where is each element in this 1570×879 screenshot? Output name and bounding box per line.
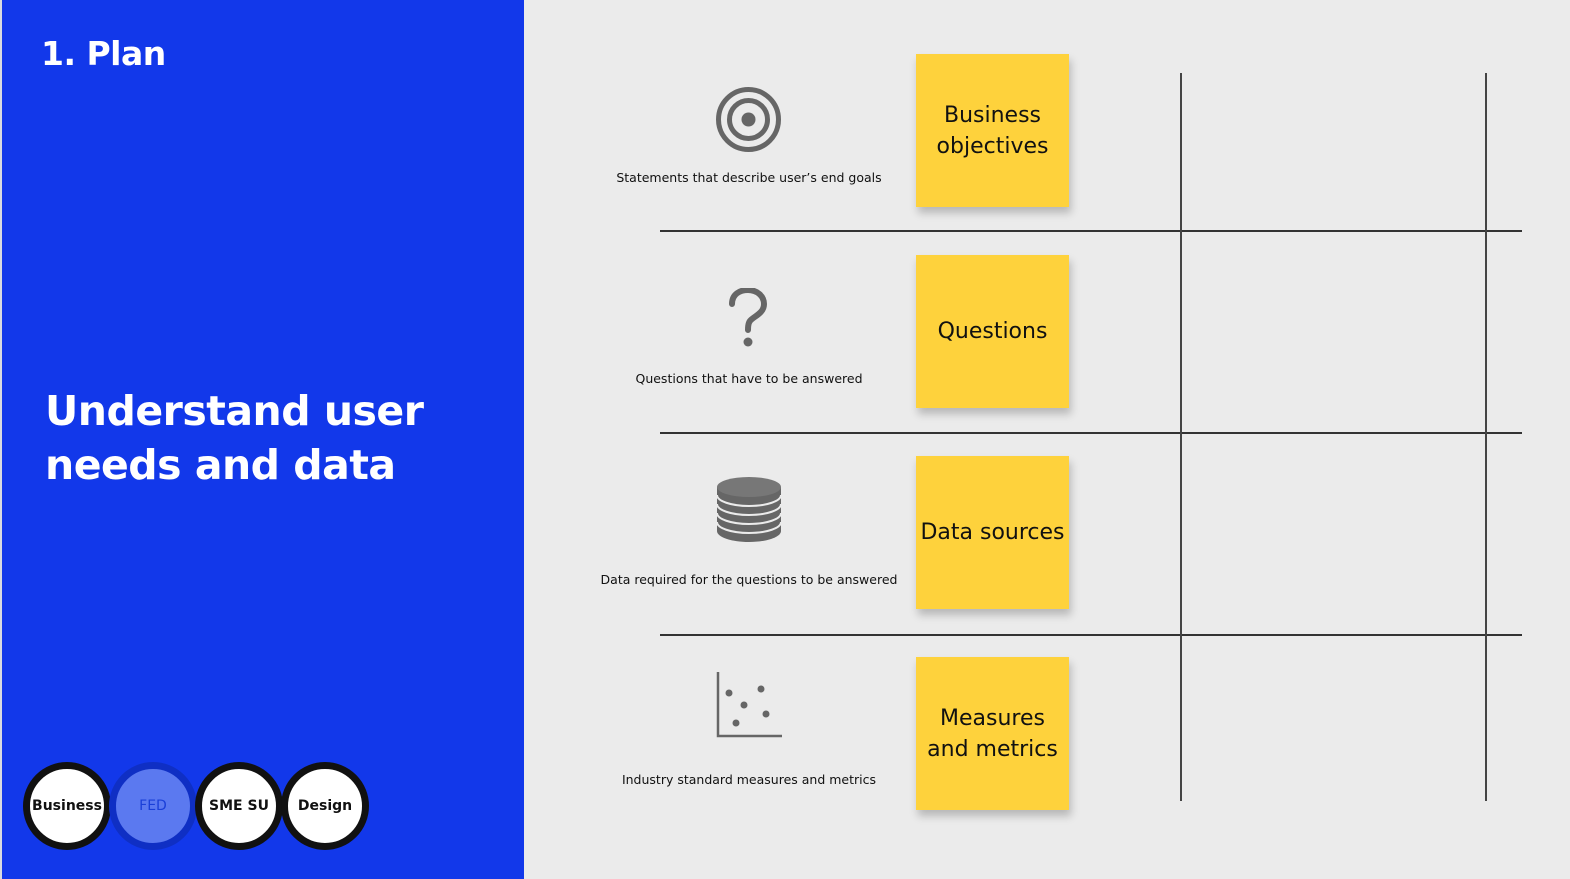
left-panel bbox=[0, 0, 524, 879]
sticky-data-sources[interactable]: Data sources bbox=[916, 456, 1069, 609]
row-caption: Questions that have to be answered bbox=[635, 371, 863, 386]
row-caption: Statements that describe user’s end goal… bbox=[616, 170, 882, 185]
sticky-business-objectives[interactable]: Business objectives bbox=[916, 54, 1069, 207]
row-caption: Data required for the questions to be an… bbox=[600, 572, 898, 587]
headline: Understand user needs and data bbox=[45, 387, 424, 489]
sticky-questions[interactable]: Questions bbox=[916, 255, 1069, 408]
scatter-plot-icon bbox=[716, 672, 782, 738]
role-business[interactable]: Business bbox=[23, 762, 111, 850]
row-divider bbox=[660, 230, 1522, 232]
left-edge bbox=[0, 0, 2, 879]
row-divider bbox=[660, 634, 1522, 636]
row-caption: Industry standard measures and metrics bbox=[621, 772, 877, 787]
role-design[interactable]: Design bbox=[281, 762, 369, 850]
row-divider bbox=[660, 432, 1522, 434]
column-divider bbox=[1180, 73, 1182, 801]
sticky-measures-and-metrics[interactable]: Measures and metrics bbox=[916, 657, 1069, 810]
question-mark-icon bbox=[729, 288, 768, 347]
database-icon bbox=[716, 477, 782, 542]
step-title: 1. Plan bbox=[41, 34, 166, 73]
target-icon bbox=[716, 87, 781, 152]
role-sme-su[interactable]: SME SU bbox=[195, 762, 283, 850]
column-divider bbox=[1485, 73, 1487, 801]
role-fed[interactable]: FED bbox=[109, 762, 197, 850]
